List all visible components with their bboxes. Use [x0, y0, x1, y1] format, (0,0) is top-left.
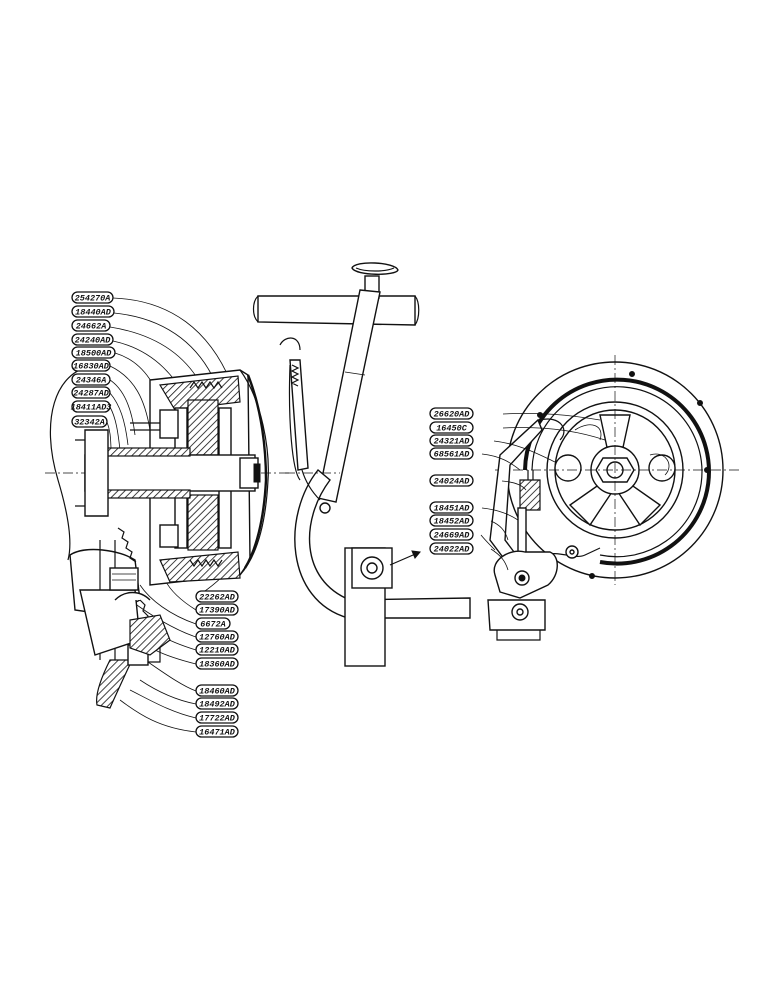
svg-text:24024AD: 24024AD [434, 477, 470, 487]
svg-text:18440AD: 18440AD [75, 308, 111, 318]
svg-text:24669AD: 24669AD [434, 531, 470, 541]
svg-text:18492AD: 18492AD [199, 700, 235, 710]
callout-tag: 24346A [71, 373, 111, 386]
callout-tag: 24024AD [429, 474, 474, 487]
lever-assembly [252, 262, 471, 667]
callout-tag: 32342A [71, 415, 108, 428]
callout-tag: 17722AD [195, 711, 239, 724]
callout-tag: 22262AD [195, 590, 239, 603]
svg-text:18460AD: 18460AD [199, 687, 235, 697]
callout-tag: 18440AD [71, 305, 115, 318]
svg-text:16450C: 16450C [436, 424, 468, 434]
svg-text:18411AD3: 18411AD3 [71, 403, 112, 413]
svg-text:16471AD: 16471AD [199, 728, 235, 738]
callout-tag: 12760AD [195, 630, 239, 643]
callout-tag: 26620AD [429, 407, 474, 420]
svg-text:254270A: 254270A [75, 294, 111, 304]
svg-text:24662A: 24662A [76, 322, 107, 332]
callout-tag: 18460AD [195, 684, 239, 697]
callout-tag: 16471AD [195, 725, 239, 738]
callout-tag: 18411AD3 [71, 400, 112, 413]
callout-tag: 16830AD [71, 359, 111, 372]
svg-text:17390AD: 17390AD [199, 606, 235, 616]
callout-tag: 24321AD [429, 434, 474, 447]
callout-tag: 12210AD [195, 643, 239, 656]
svg-text:18360AD: 18360AD [199, 660, 235, 670]
right-leaders [480, 412, 606, 571]
callout-tag: 24662A [71, 319, 111, 332]
callout-tag: 17390AD [195, 603, 239, 616]
callout-tag: 68561AD [429, 447, 474, 460]
svg-text:68561AD: 68561AD [434, 450, 470, 460]
brake-drum-front-view [480, 355, 740, 641]
svg-text:17722AD: 17722AD [199, 714, 235, 724]
callout-tag: 18451AD [429, 501, 474, 514]
svg-text:16830AD: 16830AD [73, 362, 109, 372]
svg-text:24346A: 24346A [76, 376, 107, 386]
callout-tag: 18492AD [195, 697, 239, 710]
callout-tag: 18452AD [429, 514, 474, 527]
callout-tag: 16450C [429, 421, 474, 434]
svg-text:22262AD: 22262AD [199, 593, 235, 603]
svg-text:12760AD: 12760AD [199, 633, 235, 643]
svg-text:32342A: 32342A [74, 418, 105, 428]
callout-tag: 254270A [71, 291, 114, 304]
svg-text:18451AD: 18451AD [434, 504, 470, 514]
callout-tag: 24669AD [429, 528, 474, 541]
svg-text:6672A: 6672A [200, 620, 226, 630]
left-bottom-callouts: 22262AD 17390AD 6672A 12760AD 12210AD 18… [195, 590, 239, 738]
svg-text:18500AD: 18500AD [76, 349, 112, 359]
svg-text:24287AD: 24287AD [73, 389, 109, 399]
left-top-callouts: 254270A 18440AD 24662A 24240AD 18500AD 1… [71, 291, 116, 428]
svg-text:24240AD: 24240AD [75, 336, 111, 346]
svg-text:26620AD: 26620AD [434, 410, 470, 420]
left-top-leaders [106, 297, 233, 461]
svg-text:24321AD: 24321AD [434, 437, 470, 447]
right-callouts: 26620AD 16450C 24321AD 68561AD 24024AD 1… [429, 407, 474, 555]
callout-tag: 24287AD [71, 386, 111, 399]
svg-text:12210AD: 12210AD [199, 646, 235, 656]
clutch-section-view [45, 297, 290, 733]
callout-tag: 18500AD [71, 346, 116, 359]
callout-tag: 18360AD [195, 657, 239, 670]
callout-tag: 24240AD [71, 333, 114, 346]
callout-tag: 24022AD [429, 542, 474, 555]
svg-text:18452AD: 18452AD [434, 517, 470, 527]
svg-text:24022AD: 24022AD [434, 545, 470, 555]
callout-tag: 6672A [195, 617, 231, 630]
